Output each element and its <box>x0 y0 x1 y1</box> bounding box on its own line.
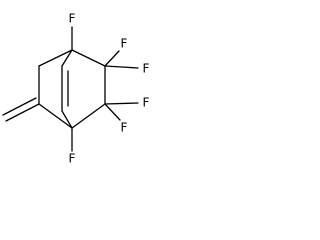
bond-c8-c4 <box>71 103 106 129</box>
bond-c8-f-lower <box>104 103 121 121</box>
atom-label-f-c8-right: F <box>143 96 150 110</box>
atom-label-f-c8-lower: F <box>121 121 128 135</box>
atom-label-f-c7-right: F <box>143 62 150 76</box>
bond-c3-c4 <box>38 103 73 129</box>
bond-c7-f-upper <box>104 50 120 67</box>
atom-label-f-bottom: F <box>69 152 76 166</box>
bond-c1-c7 <box>71 49 106 67</box>
structure-diagram: F F F F F F <box>2 12 150 166</box>
bond-c1-c2 <box>38 49 73 67</box>
bond-c6-c4 <box>61 110 73 129</box>
atom-label-f-c7-upper: F <box>121 37 128 51</box>
bond-exo-methylene-b <box>2 97 37 116</box>
bond-exo-methylene-a <box>5 103 40 122</box>
bond-c7-f-right <box>104 65 139 69</box>
bond-c1-c5 <box>61 49 73 67</box>
bond-c8-f-right <box>104 102 139 105</box>
atom-label-f-top: F <box>69 12 76 26</box>
